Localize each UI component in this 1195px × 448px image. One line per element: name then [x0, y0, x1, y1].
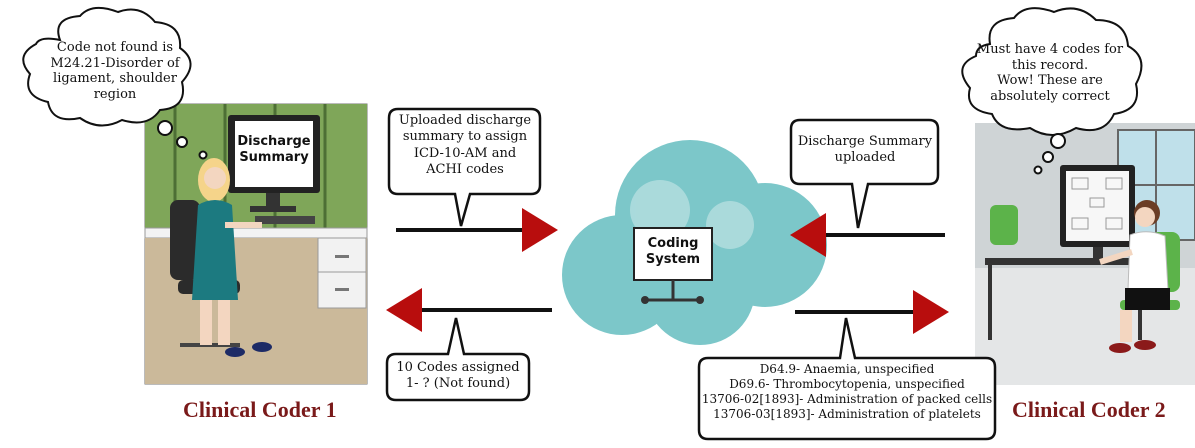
speech-box-upload-coder1	[387, 107, 542, 227]
coder1-thought-line: Code not found is	[56, 40, 174, 55]
message-line: Discharge Summary	[797, 134, 933, 149]
discharge-summary-screen-title: Discharge Summary	[235, 134, 313, 167]
speech-box-upload-coder2	[789, 118, 940, 229]
thought-cloud-coder1	[22, 6, 208, 160]
arrow-system-to-coder2	[795, 290, 949, 334]
coder1-thought-line: M24.21-Disorder of	[50, 55, 180, 71]
message-upload-coder2: Discharge Summary uploaded	[792, 134, 938, 167]
coder2-thought: Must have 4 codes for this record. Wow! …	[975, 42, 1125, 104]
coder2-office-scene	[975, 123, 1195, 385]
arrow-system-to-coder1	[386, 288, 552, 332]
system-title-line: Coding	[647, 236, 699, 251]
coder2-thought-line: Must have 4 codes for	[976, 42, 1124, 57]
thought-cloud-coder2	[961, 7, 1143, 175]
message-line: 13706-02[1893]- Administration of packed…	[701, 392, 993, 406]
clinical-coder-1-label: Clinical Coder 1	[183, 397, 337, 422]
coder2-thought-line: this record.	[1011, 57, 1089, 73]
coding-system-title: Coding System	[634, 236, 712, 269]
message-line: 1- ? (Not found)	[405, 376, 511, 392]
message-line: summary to assign	[402, 129, 528, 145]
message-line: 13706-03[1893]- Administration of platel…	[713, 407, 981, 421]
message-line: ACHI codes	[426, 161, 504, 177]
message-line: D64.9- Anaemia, unspecified	[759, 362, 935, 376]
message-line: D69.6- Thrombocytopenia, unspecified	[729, 377, 965, 391]
message-line: ICD-10-AM and	[413, 145, 517, 161]
coding-system-cloud	[562, 140, 827, 345]
message-line: 10 Codes assigned	[396, 360, 520, 375]
coder2-thought-line: Wow! These are	[997, 73, 1103, 89]
screen-title-line: Summary	[239, 150, 309, 166]
screen-title-line: Discharge	[237, 134, 311, 149]
coder1-thought-line: region	[93, 86, 137, 102]
message-to-coder2: D64.9- Anaemia, unspecified D69.6- Throm…	[700, 362, 994, 422]
coder2-thought-line: absolutely correct	[990, 88, 1110, 104]
message-line: Uploaded discharge	[398, 113, 532, 128]
clinical-coder-2-label: Clinical Coder 2	[1012, 397, 1166, 422]
message-to-coder1: 10 Codes assigned 1- ? (Not found)	[388, 360, 528, 393]
coder1-thought: Code not found is M24.21-Disorder of lig…	[40, 40, 190, 102]
message-upload-coder1: Uploaded discharge summary to assign ICD…	[391, 113, 539, 178]
coder1-office-scene	[144, 103, 368, 385]
system-title-line: System	[645, 252, 701, 268]
arrow-coder1-to-system	[396, 208, 558, 252]
speech-box-to-coder1	[385, 317, 531, 402]
arrow-coder2-to-system	[790, 213, 945, 257]
speech-box-to-coder2	[697, 317, 997, 441]
coder1-thought-line: ligament, shoulder	[53, 71, 177, 87]
message-line: uploaded	[834, 150, 896, 166]
